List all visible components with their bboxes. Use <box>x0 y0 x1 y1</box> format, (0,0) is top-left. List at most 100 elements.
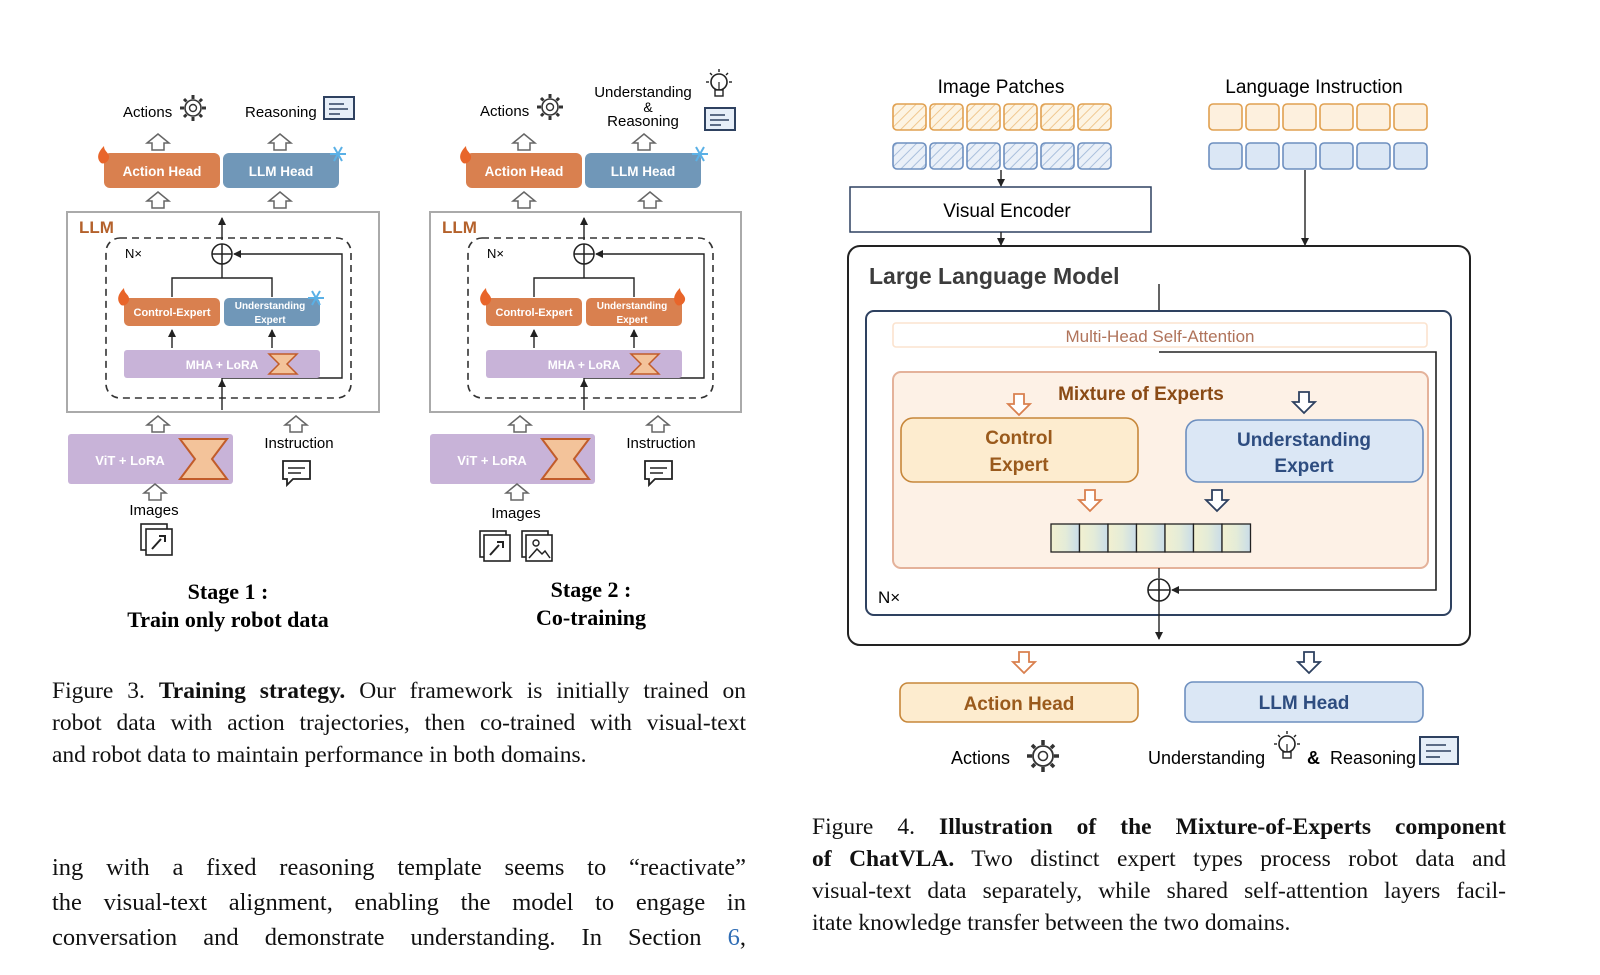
vit-lora-label: ViT + LoRA <box>95 453 165 468</box>
lora-icon <box>178 438 229 480</box>
mha-lora-label: MHA + LoRA <box>548 358 621 372</box>
images-label: Images <box>491 505 540 522</box>
body-line-3: conversation and demonstrate understandi… <box>52 920 746 955</box>
up-arrow-icon <box>503 483 531 501</box>
body-paragraph: ing with a fixed reasoning template seem… <box>52 850 746 955</box>
understanding-expert-box <box>1185 419 1424 483</box>
moe-label: Mixture of Experts <box>1058 384 1224 405</box>
nx-dashed-box <box>467 237 714 399</box>
fire-icon <box>674 288 686 306</box>
sum-node <box>573 243 595 265</box>
gear-icon <box>1027 740 1059 772</box>
stage1-title: Stage 1 : <box>188 579 269 604</box>
visual-encoder-label: Visual Encoder <box>943 201 1071 222</box>
up-arrow-icon <box>510 191 538 209</box>
action-head-box <box>899 682 1139 723</box>
control-expert-label: Control-Expert <box>496 307 573 319</box>
amp-label: & <box>643 99 653 115</box>
up-arrow-icon <box>266 133 294 151</box>
fig3-caption-text-1: Our framework is initially trained on <box>359 678 746 704</box>
images-label: Images <box>129 502 178 519</box>
understanding-label: Understanding <box>594 84 692 101</box>
reasoning-label: Reasoning <box>607 113 679 130</box>
stage2-subtitle: Co-training <box>536 605 646 630</box>
language-tokens <box>1208 103 1428 170</box>
understanding-expert-label-2: Expert <box>254 315 286 326</box>
llm-head-label: LLM Head <box>249 164 314 179</box>
fig3-caption-line-2: robot data with action trajectories, the… <box>52 710 746 736</box>
fig4-caption-bold-2: of ChatVLA. <box>812 846 955 872</box>
lightbulb-icon <box>1274 731 1300 759</box>
llm-title: Large Language Model <box>869 263 1119 289</box>
output-tokens <box>1050 523 1252 553</box>
whiteboard-icon <box>1419 736 1459 765</box>
fire-icon <box>480 288 492 306</box>
actions-label: Actions <box>951 748 1010 768</box>
up-arrow-icon <box>144 415 172 433</box>
understanding-expert-label: Understanding <box>597 301 668 312</box>
nx-label: N× <box>878 588 900 607</box>
actions-label: Actions <box>480 103 529 120</box>
understanding-expert-box <box>586 298 682 326</box>
action-head-label: Action Head <box>123 164 202 179</box>
fig4-caption-line-4: itate knowledge transfer between the two… <box>812 910 1291 936</box>
fig3-caption-bold: Training strategy. <box>158 678 346 704</box>
understanding-label: Understanding <box>1148 748 1265 768</box>
control-expert-label: Control-Expert <box>134 307 211 319</box>
down-arrow-icon <box>1076 489 1104 513</box>
actions-label: Actions <box>123 104 172 121</box>
reasoning-label: Reasoning <box>1330 748 1416 768</box>
gear-icon <box>537 94 563 120</box>
fire-icon <box>460 146 472 164</box>
llm-head-box <box>585 153 701 188</box>
action-head-box <box>466 153 582 188</box>
fig4-caption-line-3: visual-text data separately, while share… <box>812 878 1506 904</box>
llm-label: LLM <box>79 218 114 237</box>
control-expert-box <box>486 298 582 326</box>
llm-box <box>429 211 742 413</box>
stage1-subtitle: Train only robot data <box>127 607 329 632</box>
stage2-title: Stage 2 : <box>551 577 632 602</box>
up-arrow-icon <box>282 415 310 433</box>
image-patches-label: Image Patches <box>938 77 1065 98</box>
whiteboard-icon <box>323 96 355 120</box>
amp-label: & <box>1307 748 1320 768</box>
up-arrow-icon <box>141 483 169 501</box>
understanding-expert-label-2: Expert <box>1274 456 1334 477</box>
nx-label: N× <box>487 246 504 261</box>
fig3-caption-line-3: and robot data to maintain performance i… <box>52 742 587 768</box>
chat-icon <box>282 460 311 488</box>
image-patch-tokens <box>892 103 1112 170</box>
fire-icon <box>118 288 130 306</box>
up-arrow-icon <box>506 415 534 433</box>
up-arrow-icon <box>644 415 672 433</box>
section-link[interactable]: 6 <box>727 924 740 951</box>
control-expert-label-2: Expert <box>989 455 1049 476</box>
understanding-expert-label: Understanding <box>235 301 306 312</box>
lora-icon <box>629 353 661 375</box>
llm-head-label: LLM Head <box>1259 693 1350 714</box>
action-head-label: Action Head <box>485 164 564 179</box>
llm-head-box <box>223 153 339 188</box>
fig4-caption: Figure 4. Illustration of the Mixture-of… <box>812 811 1506 939</box>
fig4-diagram: Image Patches Language Instruction <box>847 77 1471 772</box>
down-arrow-icon <box>1010 651 1038 675</box>
stage1-diagram: Actions Reasoning Action Head LLM Head <box>66 95 380 556</box>
control-expert-label: Control <box>985 428 1053 449</box>
body-line-3-text: conversation and demonstrate understandi… <box>52 924 702 951</box>
action-head-label: Action Head <box>964 694 1075 715</box>
language-instruction-label: Language Instruction <box>1225 77 1402 98</box>
down-arrow-icon <box>1005 393 1033 417</box>
stage2-diagram: Actions Understanding & Reasoning <box>429 69 742 562</box>
understanding-expert-box <box>224 298 320 326</box>
fire-icon <box>98 146 110 164</box>
down-arrow-icon <box>1203 489 1231 513</box>
lightbulb-icon <box>706 69 732 97</box>
lora-icon <box>540 438 591 480</box>
robot-image-icon <box>479 530 511 562</box>
llm-box <box>66 211 380 413</box>
llm-head-box <box>1184 681 1424 723</box>
sum-node <box>1147 578 1171 602</box>
control-expert-box <box>124 298 220 326</box>
